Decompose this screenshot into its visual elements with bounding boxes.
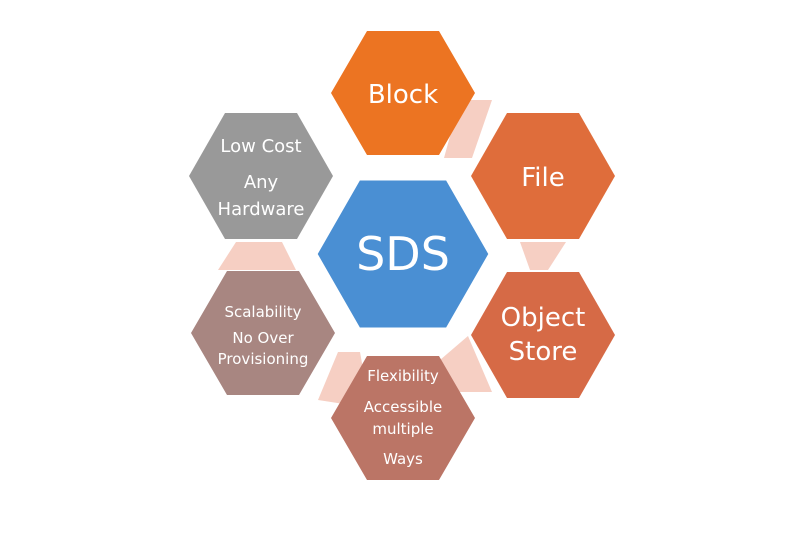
hex-block: Block <box>331 31 475 155</box>
hex-center-shape <box>314 177 492 331</box>
hex-block-line-1: Block <box>368 80 438 110</box>
hex-file-shape <box>471 113 615 239</box>
hex-low-cost: Low Cost Any Hardware <box>189 113 333 239</box>
hex-scalability: Scalability No Over Provisioning <box>191 271 335 395</box>
hex-object-store-shape <box>471 272 615 398</box>
hex-scalability-line-3: Provisioning <box>218 350 309 368</box>
hex-low-cost-shape <box>189 113 333 239</box>
hex-object-store-line-1: Object <box>501 303 586 333</box>
hex-center-label: SDS <box>356 227 450 281</box>
hex-low-cost-line-3: Hardware <box>218 199 305 220</box>
hex-file-line-1: File <box>521 163 565 193</box>
hex-flexibility-line-3: multiple <box>372 420 433 438</box>
hex-flexibility-shape <box>331 356 475 480</box>
hex-file: File <box>471 113 615 239</box>
hex-object-store-line-2: Store <box>509 337 578 367</box>
hex-low-cost-line-2: Any <box>244 172 279 193</box>
hex-block-shape <box>331 31 475 155</box>
hex-flexibility-line-4: Ways <box>383 450 423 468</box>
hex-low-cost-line-1: Low Cost <box>220 136 301 157</box>
hex-flexibility-line-2: Accessible <box>364 398 442 416</box>
hex-scalability-line-1: Scalability <box>224 303 301 321</box>
hex-scalability-shape <box>191 271 335 395</box>
connector-object-flexibility <box>440 336 492 392</box>
hex-scalability-line-2: No Over <box>232 329 294 347</box>
connector-file-object <box>520 242 566 270</box>
connector-scalability-lowcost <box>218 242 296 270</box>
hex-object-store: Object Store <box>471 272 615 398</box>
hex-flexibility: Flexibility Accessible multiple Ways <box>331 356 475 480</box>
hex-flexibility-line-1: Flexibility <box>367 367 439 385</box>
hex-center-sds: SDS <box>314 177 492 331</box>
